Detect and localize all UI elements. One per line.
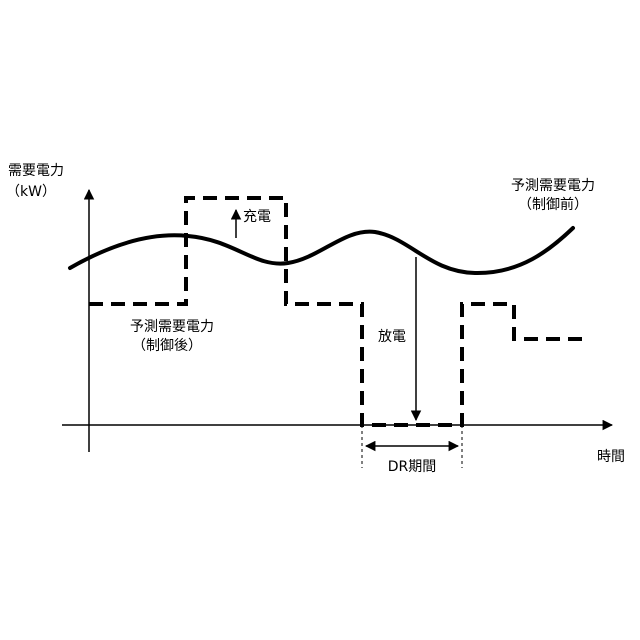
before-control-label: 予測需要電力 <box>511 177 595 195</box>
y-axis-label: 需要電力 <box>8 162 64 180</box>
after-control-sublabel: （制御後） <box>132 337 202 355</box>
discharge-label: 放電 <box>378 328 406 346</box>
x-axis-label: 時間 <box>597 448 625 466</box>
y-axis-unit: （kW） <box>6 183 56 201</box>
demand-before-control-curve <box>70 228 573 273</box>
before-control-sublabel: （制御前） <box>518 196 588 214</box>
charge-label: 充電 <box>243 208 271 226</box>
after-control-label: 予測需要電力 <box>130 318 214 336</box>
demand-after-control-line <box>89 198 588 425</box>
dr-period-label: DR期間 <box>388 458 437 476</box>
